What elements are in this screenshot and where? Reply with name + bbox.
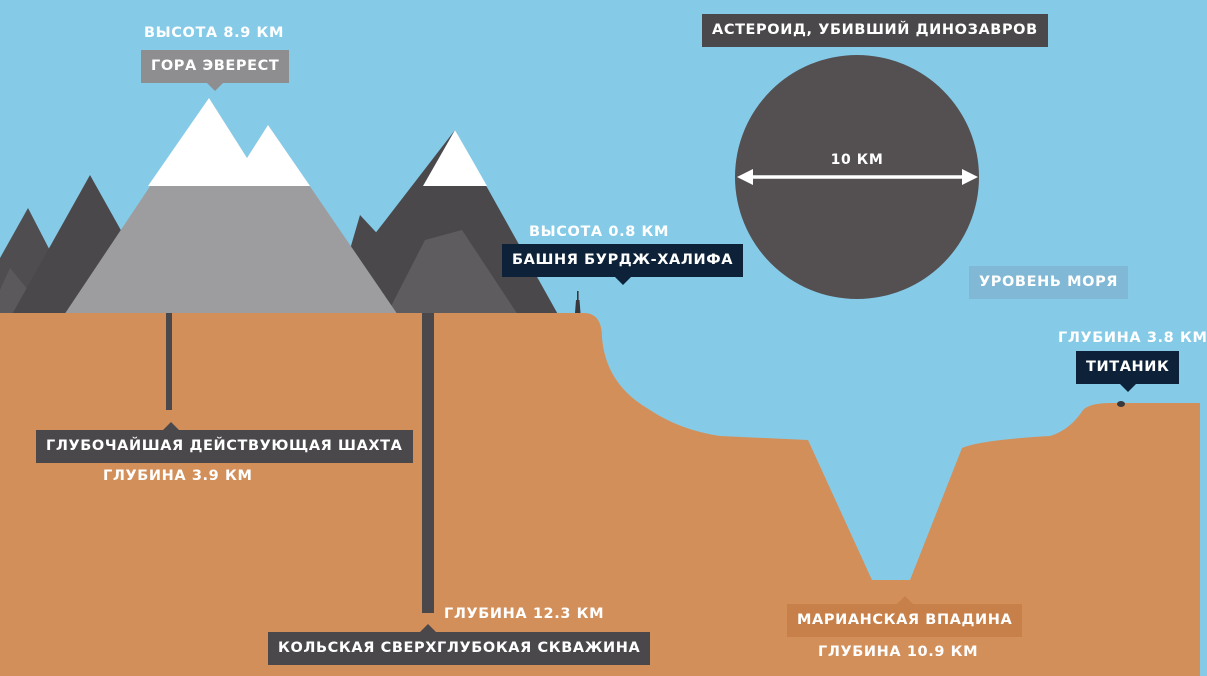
kola-borehole: [422, 313, 434, 613]
pointer-up-icon: [420, 624, 436, 632]
burj-khalifa-label-text: БАШНЯ БУРДЖ-ХАЛИФА: [512, 252, 734, 268]
pointer-down-icon: [614, 276, 631, 285]
sea-level-label-text: УРОВЕНЬ МОРЯ: [979, 274, 1119, 290]
everest-label-text: ГОРА ЭВЕРЕСТ: [151, 58, 280, 74]
everest-snowcap: [148, 98, 310, 186]
mine-label-text: ГЛУБОЧАЙШАЯ ДЕЙСТВУЮЩАЯ ШАХТА: [46, 438, 403, 454]
kola-label-text: КОЛЬСКАЯ СВЕРХГЛУБОКАЯ СКВАЖИНА: [278, 640, 641, 656]
mountain-right: [310, 130, 560, 318]
sea-level-label: УРОВЕНЬ МОРЯ: [969, 266, 1129, 299]
asteroid-diameter-label: 10 КМ: [831, 152, 884, 168]
mariana-depth-caption: ГЛУБИНА 10.9 КМ: [818, 644, 979, 660]
pointer-up-icon: [896, 596, 913, 604]
mine-shaft: [166, 313, 172, 410]
mariana-label-text: МАРИАНСКАЯ ВПАДИНА: [797, 612, 1013, 628]
mariana-label: МАРИАНСКАЯ ВПАДИНА: [787, 596, 1023, 637]
arrow-left-icon: [737, 169, 753, 185]
everest-body: [62, 98, 400, 318]
titanic-depth-caption: ГЛУБИНА 3.8 КМ: [1058, 330, 1207, 346]
asteroid-label: АСТЕРОИД, УБИВШИЙ ДИНОЗАВРОВ: [702, 14, 1048, 47]
asteroid: 10 КМ: [735, 55, 979, 299]
asteroid-label-text: АСТЕРОИД, УБИВШИЙ ДИНОЗАВРОВ: [712, 22, 1038, 38]
titanic-wreck: [1117, 401, 1125, 407]
pointer-down-icon: [207, 82, 224, 91]
kola-label: КОЛЬСКАЯ СВЕРХГЛУБОКАЯ СКВАЖИНА: [268, 624, 651, 665]
burj-khalifa-tower: [575, 291, 581, 313]
arrow-right-icon: [962, 169, 978, 185]
kola-depth-caption: ГЛУБИНА 12.3 КМ: [444, 606, 605, 622]
burj-khalifa-label: БАШНЯ БУРДЖ-ХАЛИФА: [502, 244, 744, 285]
mountain-right-snowcap: [423, 130, 487, 186]
everest-height-caption: ВЫСОТА 8.9 КМ: [144, 25, 285, 41]
pointer-down-icon: [1119, 383, 1136, 392]
mine-label: ГЛУБОЧАЙШАЯ ДЕЙСТВУЮЩАЯ ШАХТА: [36, 422, 413, 463]
mountain-right-front: [385, 230, 520, 318]
everest-mountain: [62, 98, 400, 318]
ground: [0, 313, 1200, 676]
titanic-label-text: ТИТАНИК: [1086, 359, 1170, 375]
pointer-up-icon: [163, 422, 179, 430]
burj-height-caption: ВЫСОТА 0.8 КМ: [529, 224, 670, 240]
mine-depth-caption: ГЛУБИНА 3.9 КМ: [103, 468, 253, 484]
everest-label: ГОРА ЭВЕРЕСТ: [141, 50, 290, 91]
titanic-label: ТИТАНИК: [1076, 351, 1180, 392]
